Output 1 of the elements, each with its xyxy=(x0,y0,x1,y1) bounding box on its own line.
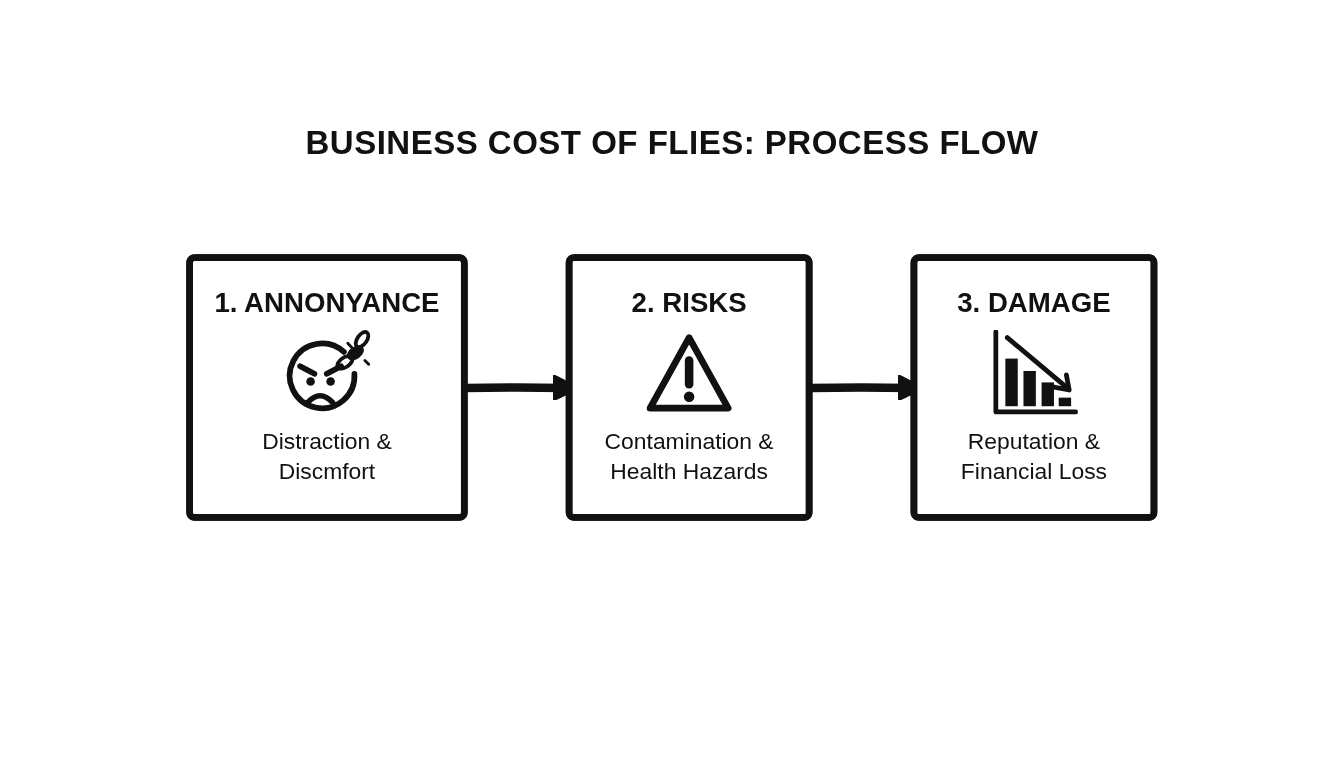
diagram-title: BUSINESS COST OF FLIES: PROCESS FLOW xyxy=(304,124,1040,162)
